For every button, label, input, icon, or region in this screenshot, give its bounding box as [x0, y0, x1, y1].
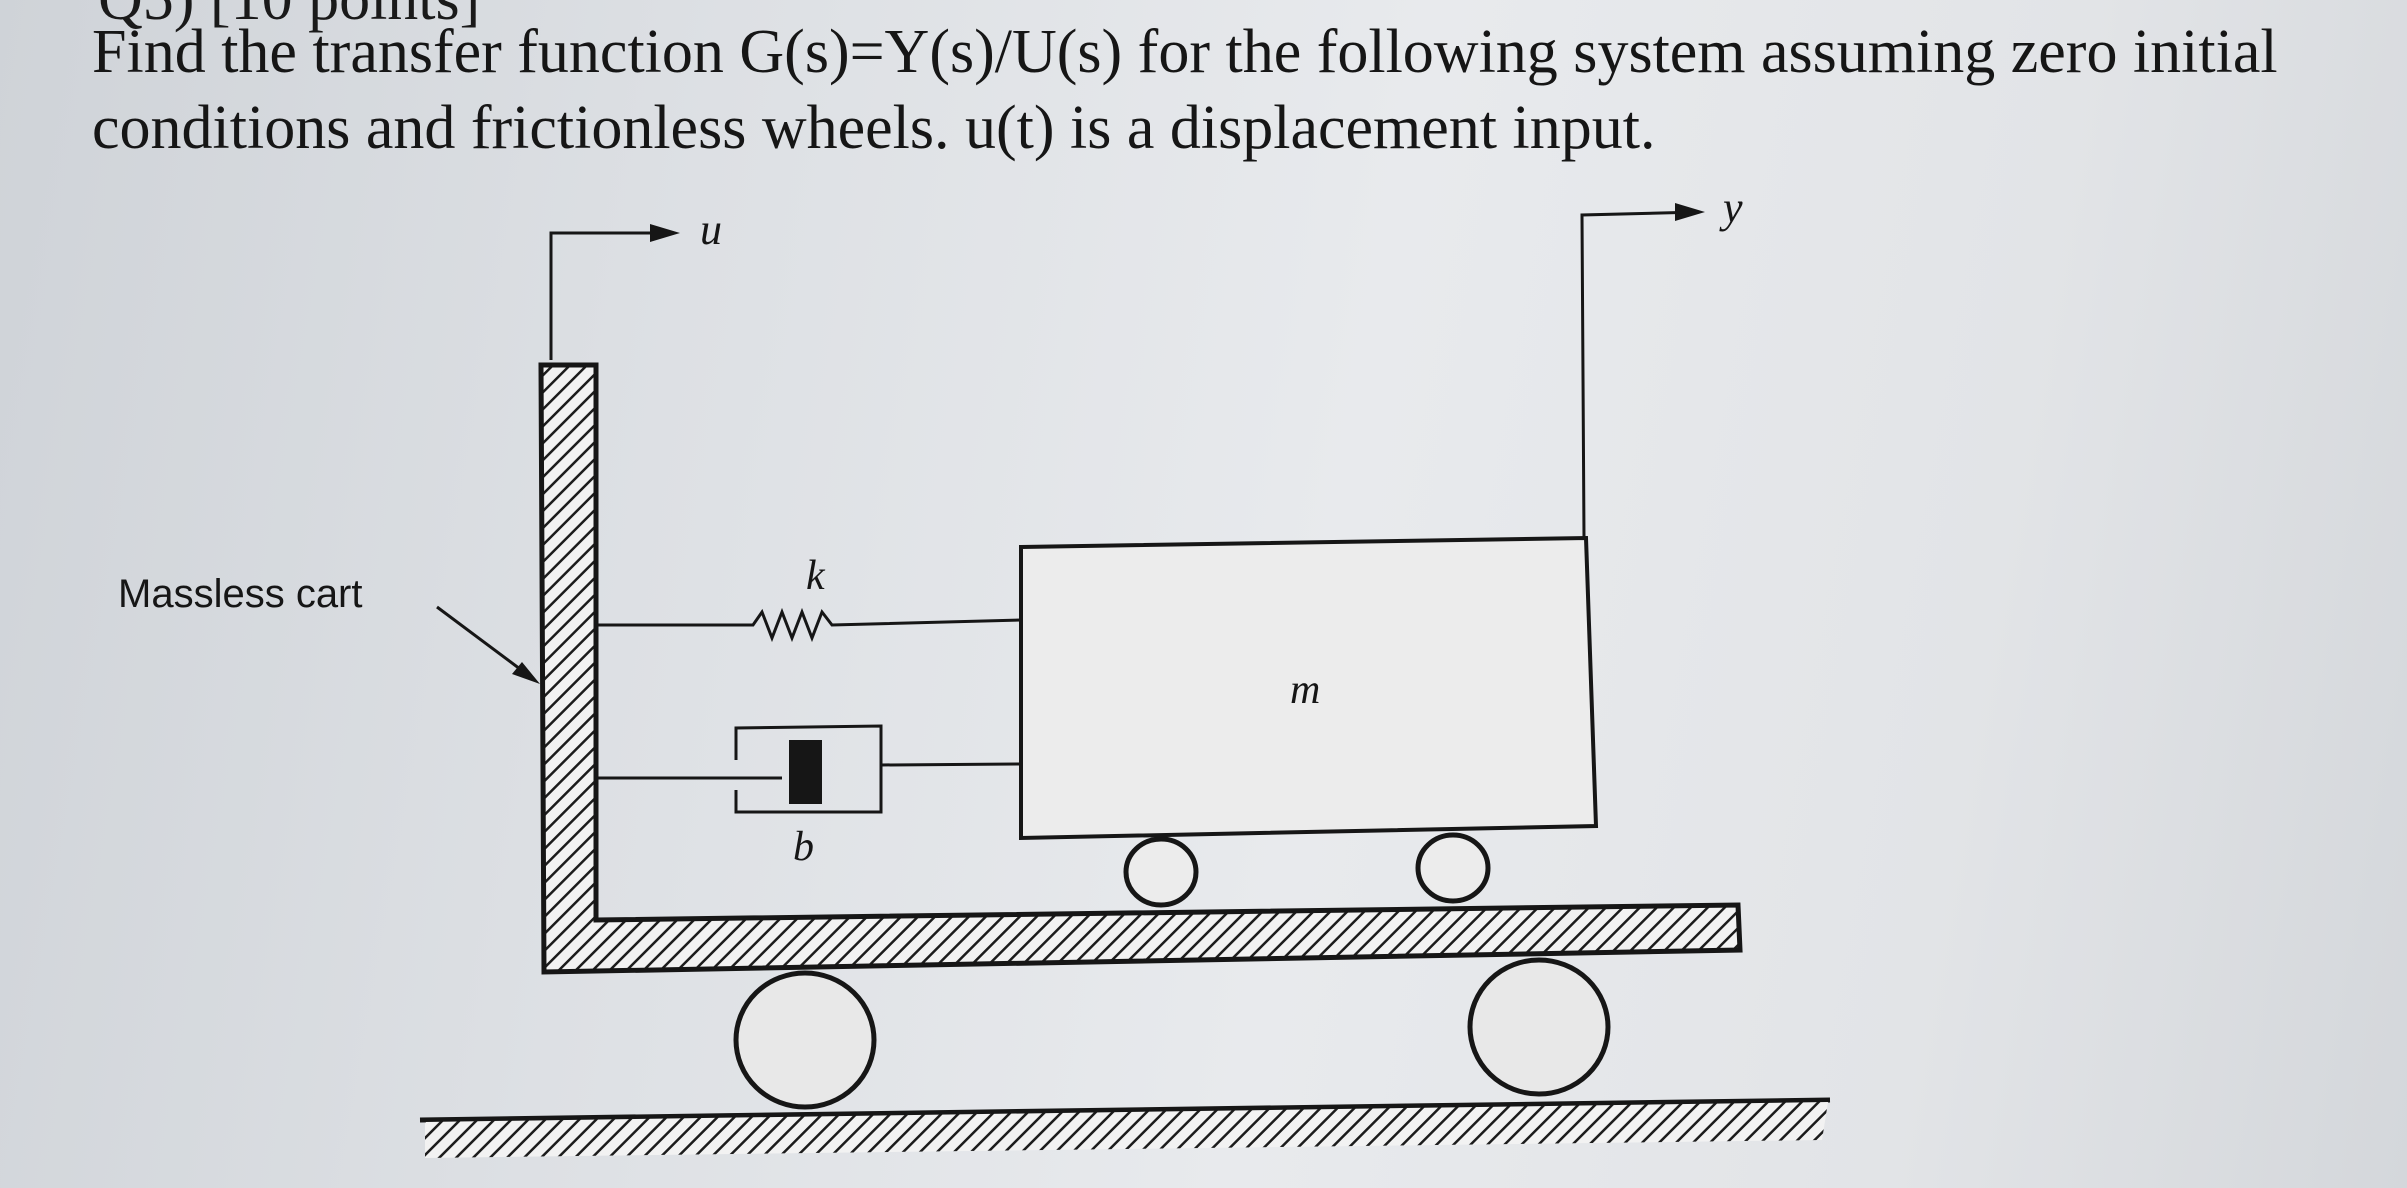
- damper-label: b: [793, 824, 814, 870]
- input-label: u: [700, 205, 722, 254]
- cart-wheel-right: [1467, 957, 1611, 1097]
- question-text: Find the transfer function G(s)=Y(s)/U(s…: [92, 14, 2278, 166]
- ground: [419, 1097, 1831, 1158]
- cart-wheel-left: [733, 970, 877, 1110]
- spring-label: k: [806, 553, 826, 599]
- cart-pointer-arrow: [436, 605, 540, 684]
- question-line-2: conditions and frictionless wheels. u(t)…: [92, 94, 1656, 162]
- mass-wheel-right: [1415, 832, 1491, 904]
- output-label: y: [1719, 183, 1743, 232]
- output-displacement-arrow: [1580, 203, 1705, 539]
- question-line-1: Find the transfer function G(s)=Y(s)/U(s…: [92, 18, 2278, 86]
- input-displacement-arrow: [549, 224, 680, 360]
- damper: [596, 724, 1022, 814]
- question-heading: Q5) [10 points]: [98, 0, 480, 35]
- mass-label: m: [1290, 667, 1320, 713]
- cart-label: Massless cart: [118, 572, 363, 616]
- massless-cart: [538, 362, 1743, 975]
- spring: [596, 607, 1022, 643]
- mass-block: [1019, 535, 1599, 841]
- mass-wheel-left: [1123, 836, 1199, 908]
